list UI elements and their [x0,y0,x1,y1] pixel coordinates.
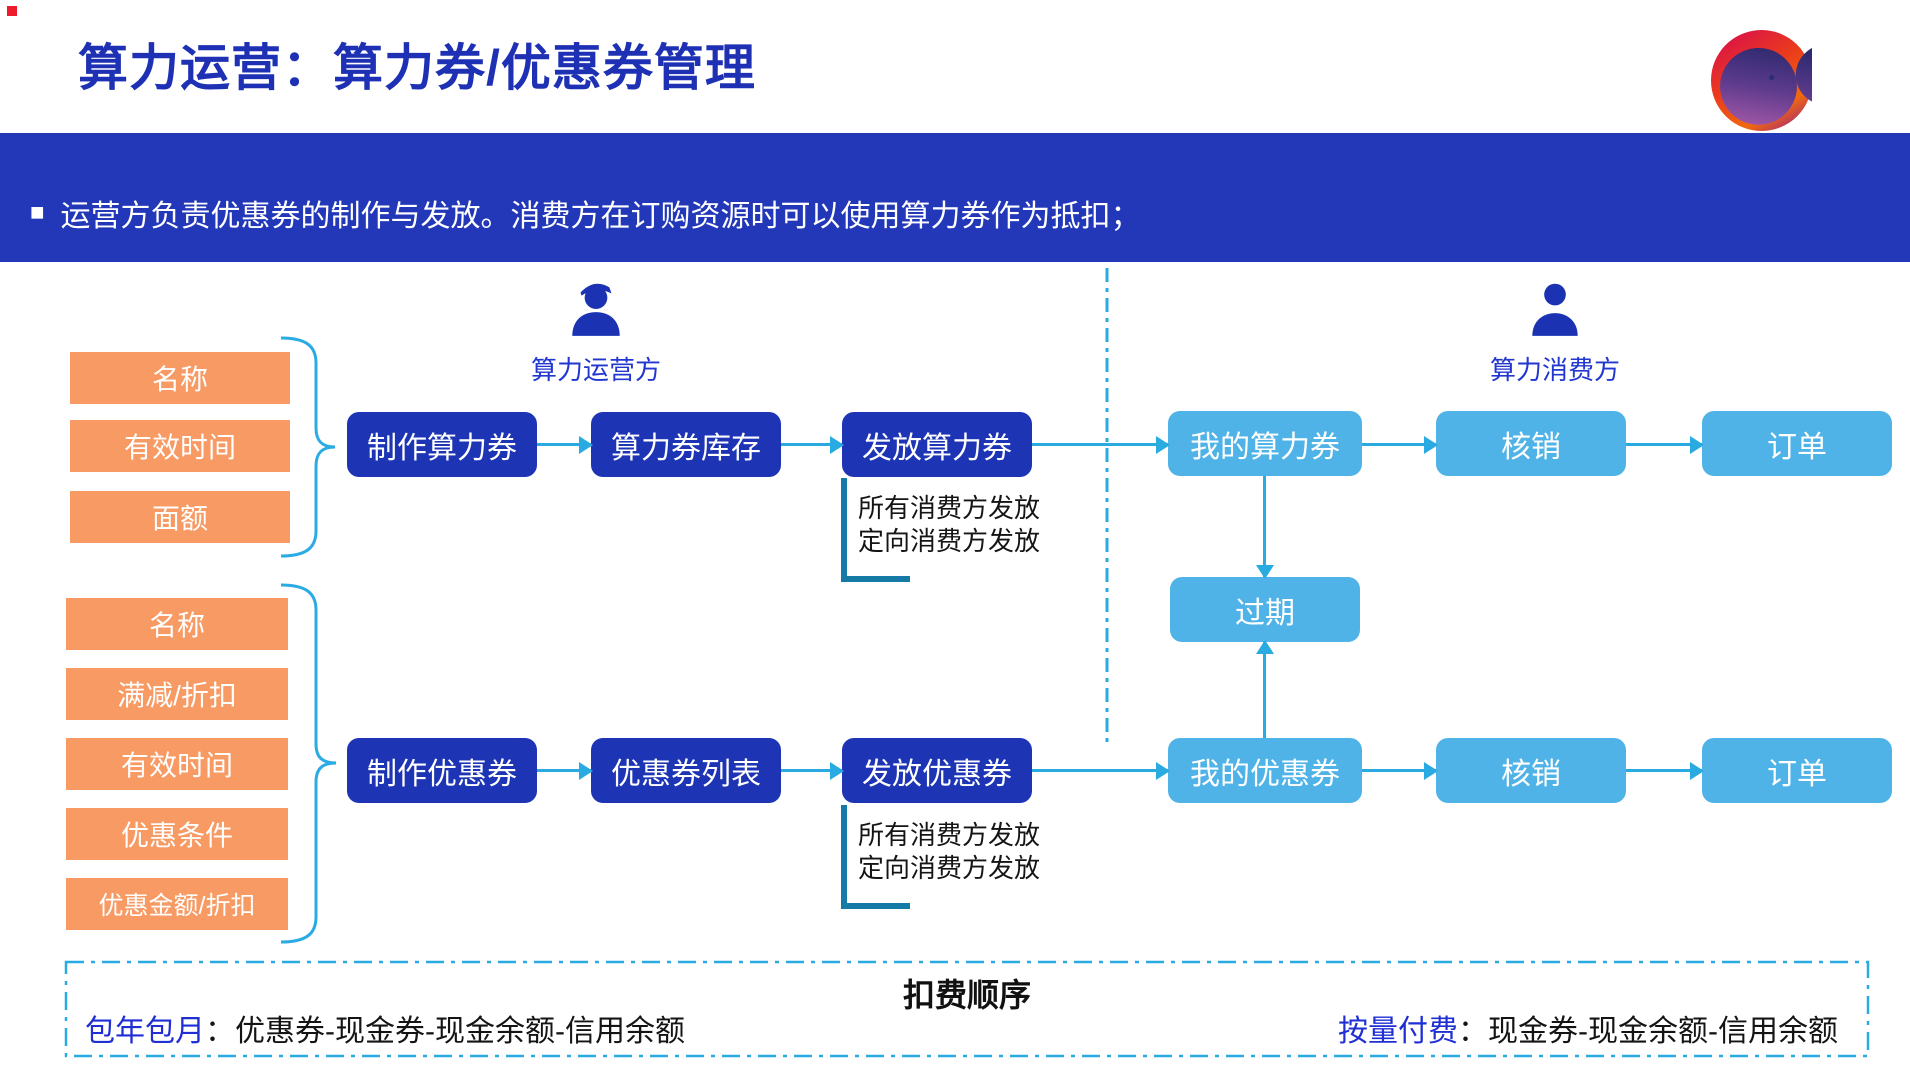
coupon-attrs-brace [280,583,337,944]
summary-banner: ■ 运营方负责优惠券的制作与发放。消费方在订购资源时可以使用算力券作为抵扣； [0,133,1910,262]
node-issue-coupon: 发放优惠券 [842,738,1032,803]
consumer-person-icon [1522,276,1588,342]
operator-person-icon [563,276,629,342]
node-expire: 过期 [1170,577,1360,642]
bullet-square-icon: ■ [30,199,45,226]
coupon-attr-amount: 优惠金额/折扣 [66,878,288,930]
logo-icon [1711,30,1857,131]
expire-arrow-from-vouchers [1263,476,1266,577]
voucher-note-line-1: 所有消费方发放 [858,493,1041,523]
flow-arrow [537,443,591,446]
coupon-attr-discount: 满减/折扣 [66,668,288,720]
flow-arrow [1626,443,1702,446]
consumer-label: 算力消费方 [1489,355,1620,385]
voucher-attr-name: 名称 [70,352,290,404]
coupon-attr-condition: 优惠条件 [66,808,288,860]
coupon-attr-name: 名称 [66,598,288,650]
voucher-attr-validity: 有效时间 [70,420,290,472]
node-my-coupons: 我的优惠券 [1168,738,1362,803]
operator-label: 算力运营方 [530,355,661,385]
summary-text: ■ 运营方负责优惠券的制作与发放。消费方在订购资源时可以使用算力券作为抵扣； [30,191,1141,235]
footer-payg-label: 按量付费 [1338,1015,1459,1048]
node-voucher-redeem: 核销 [1436,411,1626,476]
footer-prepaid-rule: 包年包月：优惠券-现金券-现金余额-信用余额 [85,1006,685,1050]
page-title: 算力运营：算力券/优惠券管理 [78,40,756,96]
coupon-note-line-2: 定向消费方发放 [858,853,1041,883]
node-issue-voucher: 发放算力券 [842,412,1032,477]
node-voucher-order: 订单 [1702,411,1892,476]
voucher-note-line-2: 定向消费方发放 [858,526,1041,556]
expire-arrow-from-coupons [1263,642,1266,738]
node-create-coupon: 制作优惠券 [347,738,537,803]
footer-payg-value: ：现金券-现金余额-信用余额 [1458,1015,1838,1048]
footer-payg-rule: 按量付费：现金券-现金余额-信用余额 [1338,1006,1838,1050]
voucher-attr-facevalue: 面额 [70,491,290,543]
coupon-attr-validity: 有效时间 [66,738,288,790]
node-my-vouchers: 我的算力券 [1168,411,1362,476]
flow-arrow [1362,769,1436,772]
node-coupon-list: 优惠券列表 [591,738,781,803]
coupon-note-line-1: 所有消费方发放 [858,820,1041,850]
node-coupon-order: 订单 [1702,738,1892,803]
node-voucher-stock: 算力券库存 [591,412,781,477]
flow-arrow [1626,769,1702,772]
summary-text-content: 运营方负责优惠券的制作与发放。消费方在订购资源时可以使用算力券作为抵扣； [60,200,1141,233]
footer-prepaid-value: ：优惠券-现金券-现金余额-信用余额 [205,1015,685,1048]
footer-title: 扣费顺序 [902,977,1031,1013]
node-coupon-redeem: 核销 [1436,738,1626,803]
node-create-voucher: 制作算力券 [347,412,537,477]
flow-arrow [781,769,842,772]
corner-red-mark [7,6,17,16]
flow-arrow [1362,443,1436,446]
footer-prepaid-label: 包年包月 [85,1015,205,1048]
flow-arrow [1032,769,1168,772]
flow-arrow [781,443,842,446]
flow-arrow [537,769,591,772]
flow-arrow [1032,443,1168,446]
